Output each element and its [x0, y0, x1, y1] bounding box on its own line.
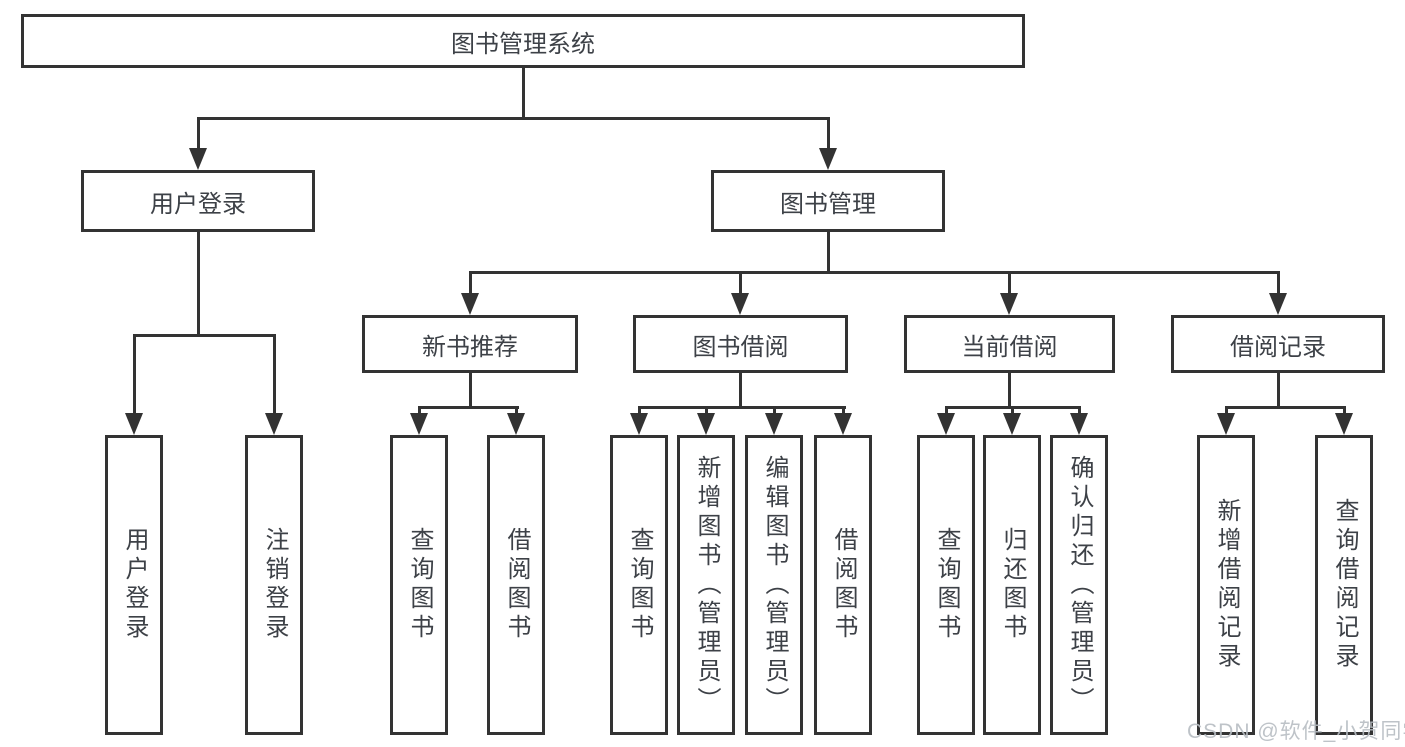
leaf-confirm-return-admin-label: 确认归还（管理员）: [1066, 454, 1093, 716]
connector-line: [418, 406, 421, 418]
arrowhead-icon: [265, 413, 283, 435]
connector-line: [418, 406, 519, 409]
arrowhead-icon: [1070, 413, 1088, 435]
arrowhead-icon: [189, 148, 207, 170]
arrowhead-icon: [937, 413, 955, 435]
arrowhead-icon: [1269, 293, 1287, 315]
leaf-edit-book-admin: 编辑图书（管理员）: [745, 435, 803, 735]
arrowhead-icon: [731, 293, 749, 315]
leaf-add-borrow-record: 新增借阅记录: [1197, 435, 1255, 735]
connector-line: [515, 406, 518, 418]
arrowhead-icon: [630, 413, 648, 435]
arrowhead-icon: [410, 413, 428, 435]
node-new-book-recommend: 新书推荐: [362, 315, 578, 373]
leaf-return-book-label: 归还图书: [999, 527, 1026, 643]
leaf-user-login-label: 用户登录: [121, 527, 148, 643]
node-borrow-records: 借阅记录: [1171, 315, 1385, 373]
csdn-watermark: CSDN @软件_小贺同学: [1187, 720, 1405, 743]
node-new-book-recommend-label: 新书推荐: [422, 333, 518, 361]
leaf-query-borrow-record-label: 查询借阅记录: [1331, 498, 1358, 672]
node-borrow-records-label: 借阅记录: [1230, 333, 1326, 361]
arrowhead-icon: [1003, 413, 1021, 435]
connector-line: [705, 406, 708, 418]
node-root: 图书管理系统: [21, 14, 1025, 68]
connector-line: [522, 68, 525, 119]
connector-line: [842, 406, 845, 418]
node-user-login: 用户登录: [81, 170, 315, 232]
connector-line: [827, 117, 830, 154]
node-book-management: 图书管理: [711, 170, 945, 232]
arrowhead-icon: [834, 413, 852, 435]
leaf-borrow-books: 借阅图书: [814, 435, 872, 735]
leaf-add-book-admin-label: 新增图书（管理员）: [693, 454, 720, 716]
leaf-query-books-recommend-label: 查询图书: [406, 527, 433, 643]
node-root-label: 图书管理系统: [451, 30, 595, 58]
node-user-login-label: 用户登录: [150, 190, 246, 218]
connector-line: [1011, 406, 1014, 418]
arrowhead-icon: [1000, 293, 1018, 315]
connector-line: [1078, 406, 1081, 418]
leaf-borrow-books-recommend: 借阅图书: [487, 435, 545, 735]
connector-line: [739, 373, 742, 409]
connector-line: [1008, 373, 1011, 409]
connector-line: [638, 406, 641, 418]
connector-line: [273, 334, 276, 418]
connector-line: [1343, 406, 1346, 418]
leaf-borrow-books-recommend-label: 借阅图书: [503, 527, 530, 643]
connector-line: [469, 271, 472, 297]
connector-line: [739, 271, 742, 297]
leaf-logout: 注销登录: [245, 435, 303, 735]
leaf-add-borrow-record-label: 新增借阅记录: [1213, 498, 1240, 672]
node-book-management-label: 图书管理: [780, 190, 876, 218]
leaf-return-book: 归还图书: [983, 435, 1041, 735]
arrowhead-icon: [125, 413, 143, 435]
leaf-query-books-borrowing-label: 查询图书: [626, 527, 653, 643]
arrowhead-icon: [697, 413, 715, 435]
leaf-query-books-borrowing: 查询图书: [610, 435, 668, 735]
connector-line: [469, 271, 1280, 274]
connector-line: [133, 334, 136, 418]
arrowhead-icon: [1217, 413, 1235, 435]
connector-line: [827, 232, 830, 274]
connector-line: [1277, 271, 1280, 297]
connector-line: [638, 406, 846, 409]
node-book-borrowing-label: 图书借阅: [692, 333, 789, 361]
connector-line: [197, 117, 200, 154]
connector-line: [197, 232, 200, 337]
node-book-borrowing: 图书借阅: [633, 315, 848, 373]
connector-line: [1008, 271, 1011, 297]
arrowhead-icon: [507, 413, 525, 435]
arrowhead-icon: [765, 413, 783, 435]
leaf-query-books-current-label: 查询图书: [933, 527, 960, 643]
leaf-confirm-return-admin: 确认归还（管理员）: [1050, 435, 1108, 735]
connector-line: [945, 406, 948, 418]
node-current-borrowing-label: 当前借阅: [961, 333, 1058, 361]
connector-line: [1225, 406, 1228, 418]
arrowhead-icon: [1335, 413, 1353, 435]
connector-line: [773, 406, 776, 418]
arrowhead-icon: [819, 148, 837, 170]
leaf-query-books-current: 查询图书: [917, 435, 975, 735]
leaf-query-books-recommend: 查询图书: [390, 435, 448, 735]
leaf-add-book-admin: 新增图书（管理员）: [677, 435, 735, 735]
node-current-borrowing: 当前借阅: [904, 315, 1115, 373]
leaf-borrow-books-label: 借阅图书: [830, 527, 857, 643]
leaf-edit-book-admin-label: 编辑图书（管理员）: [761, 454, 788, 716]
arrowhead-icon: [461, 293, 479, 315]
connector-line: [1277, 373, 1280, 409]
leaf-logout-label: 注销登录: [261, 527, 288, 643]
connector-line: [197, 117, 829, 120]
connector-line: [469, 373, 472, 409]
leaf-user-login: 用户登录: [105, 435, 163, 735]
connector-line: [133, 334, 276, 337]
leaf-query-borrow-record: 查询借阅记录: [1315, 435, 1373, 735]
connector-line: [1225, 406, 1346, 409]
